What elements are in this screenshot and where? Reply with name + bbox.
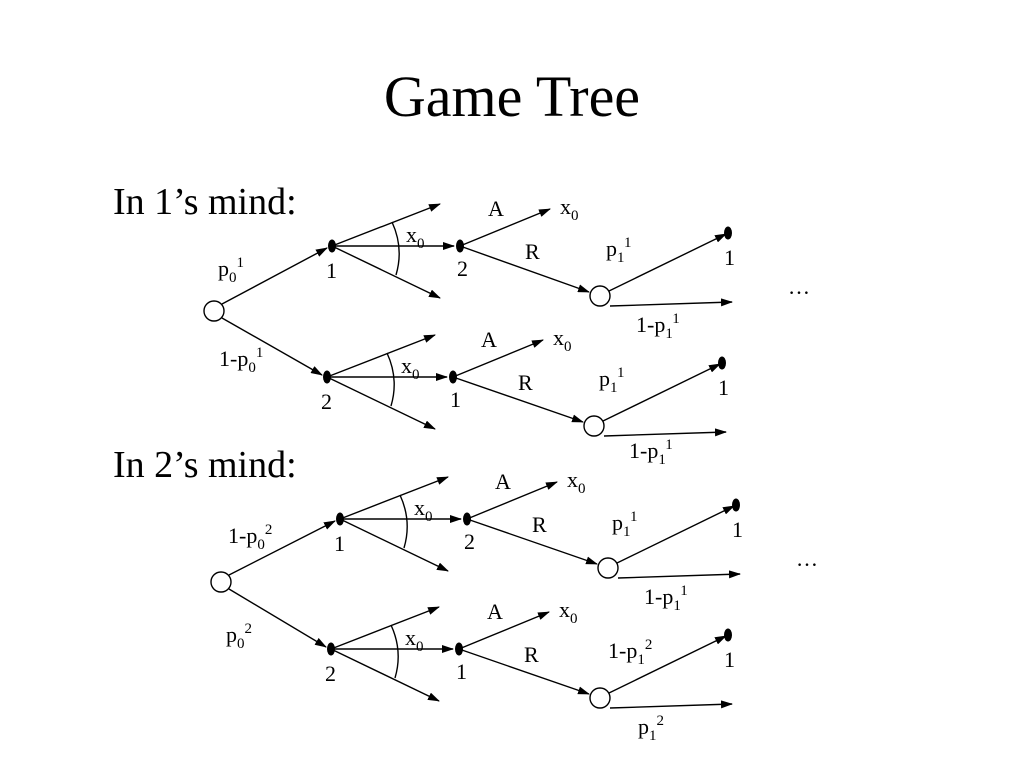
s2-t2-accept-branch xyxy=(458,611,550,650)
s2-t1-offer-high-branch xyxy=(339,476,449,520)
s2-t2-offer-label: x0 xyxy=(405,625,424,655)
s2-t1-chance-lower-branch xyxy=(617,570,741,579)
s1-t1-continuation-ellipsis: … xyxy=(788,274,810,299)
s1-t2-chance-lower-branch xyxy=(603,428,727,437)
section-1-root-lower-branch xyxy=(221,317,323,376)
s1-t2-accept-label: A xyxy=(481,327,497,352)
section-label-player-1: In 1’s mind: xyxy=(113,181,297,223)
s1-t2-accept-outcome: x0 xyxy=(553,325,572,355)
s1-t2-offer-high-branch xyxy=(326,334,436,378)
s1-t2-responder-label: 1 xyxy=(450,387,461,412)
section-2-root-upper-branch xyxy=(228,520,336,576)
s2-t2-proposer-label: 2 xyxy=(325,661,336,686)
s2-t1-next-proposer-label: 1 xyxy=(732,517,743,542)
s1-t2-reject-branch xyxy=(452,376,584,423)
section-2-root-lower-prob: p02 xyxy=(226,621,252,652)
s2-t1-accept-outcome: x0 xyxy=(567,467,586,497)
s2-t1-proposer-label: 1 xyxy=(334,531,345,556)
s1-t2-chance-lower-prob: 1-p11 xyxy=(629,437,673,468)
slide-title: Game Tree xyxy=(383,64,641,129)
s1-t2-next-proposer-node xyxy=(718,356,726,370)
s2-t2-reject-branch xyxy=(458,648,590,695)
s2-t2-offer-range-arc xyxy=(390,624,399,679)
section-1-root-chance-node xyxy=(203,300,225,322)
section-2-root-upper-prob: 1-p02 xyxy=(228,522,272,553)
s2-t1-offer-label: x0 xyxy=(414,495,433,525)
s2-t1-reject-label: R xyxy=(532,512,547,537)
s2-t1-chance-upper-branch xyxy=(616,505,735,564)
s1-t2-proposer-label: 2 xyxy=(321,389,332,414)
s2-t1-accept-label: A xyxy=(495,469,511,494)
s1-t2-chance-upper-prob: p11 xyxy=(599,365,624,396)
s1-t2-reject-label: R xyxy=(518,370,533,395)
s2-t2-offer-low-branch xyxy=(330,648,440,702)
s1-t2-chance-node xyxy=(583,415,605,437)
s1-t2-offer-range-arc xyxy=(386,352,395,407)
s2-t2-proposer-node xyxy=(327,642,335,656)
s2-t2-offer-high-branch xyxy=(330,606,440,650)
s2-t1-reject-branch xyxy=(466,518,598,565)
s2-t1-continuation-ellipsis: … xyxy=(796,546,818,571)
s2-t2-chance-lower-branch xyxy=(609,700,733,709)
s1-t1-accept-label: A xyxy=(488,196,504,221)
s1-t1-proposer-label: 1 xyxy=(326,258,337,283)
s2-t1-proposer-node xyxy=(336,512,344,526)
s2-t2-accept-label: A xyxy=(487,599,503,624)
section-2-root-lower-branch xyxy=(228,588,327,648)
s1-t2-chance-upper-branch xyxy=(602,363,721,422)
s1-t1-accept-branch xyxy=(459,208,551,247)
section-1-root-upper-branch xyxy=(221,247,328,305)
s2-t1-offer-range-arc xyxy=(399,494,408,549)
s1-t2-accept-branch xyxy=(452,339,544,378)
s2-t2-chance-upper-branch xyxy=(608,635,727,694)
s1-t1-chance-lower-branch xyxy=(609,298,733,307)
s2-t2-next-proposer-label: 1 xyxy=(724,647,735,672)
s1-t1-responder-label: 2 xyxy=(457,256,468,281)
s2-t1-accept-branch xyxy=(466,481,558,520)
s2-t1-chance-upper-prob: p11 xyxy=(612,509,637,540)
s1-t2-next-proposer-label: 1 xyxy=(718,375,729,400)
s1-t2-proposer-node xyxy=(323,370,331,384)
s1-t1-chance-upper-branch xyxy=(608,233,727,292)
s2-t1-offer-low-branch xyxy=(339,518,449,572)
s1-t1-accept-outcome: x0 xyxy=(560,194,579,224)
s2-t1-next-proposer-node xyxy=(732,498,740,512)
s1-t1-chance-upper-prob: p11 xyxy=(606,235,631,266)
s1-t1-proposer-node xyxy=(328,239,336,253)
s2-t2-chance-lower-prob: p12 xyxy=(638,713,664,744)
s2-t2-next-proposer-node xyxy=(724,628,732,642)
s2-t1-chance-node xyxy=(597,557,619,579)
s2-t2-chance-upper-prob: 1-p12 xyxy=(608,637,652,668)
s2-t2-reject-label: R xyxy=(524,642,539,667)
section-2-root-chance-node xyxy=(210,571,232,593)
s1-t1-next-proposer-node xyxy=(724,226,732,240)
s2-t2-accept-outcome: x0 xyxy=(559,597,578,627)
section-label-player-2: In 2’s mind: xyxy=(113,444,297,486)
s1-t1-reject-branch xyxy=(459,245,590,293)
s1-t1-offer-high-branch xyxy=(331,203,441,247)
section-1-root-upper-prob: p01 xyxy=(218,255,244,286)
s2-t2-chance-node xyxy=(589,687,611,709)
section-1-root-lower-prob: 1-p01 xyxy=(219,345,263,376)
s1-t1-reject-label: R xyxy=(525,239,540,264)
s1-t2-offer-low-branch xyxy=(326,376,436,430)
s2-t1-responder-label: 2 xyxy=(464,529,475,554)
s1-t2-offer-label: x0 xyxy=(401,353,420,383)
s1-t1-offer-label: x0 xyxy=(406,222,425,252)
s2-t1-chance-lower-prob: 1-p11 xyxy=(644,583,688,614)
s1-t1-next-proposer-label: 1 xyxy=(724,245,735,270)
s1-t1-chance-lower-prob: 1-p11 xyxy=(636,311,680,342)
s2-t2-responder-label: 1 xyxy=(456,659,467,684)
s1-t1-offer-low-branch xyxy=(331,245,441,299)
s1-t1-offer-range-arc xyxy=(391,221,400,276)
s1-t1-chance-node xyxy=(589,285,611,307)
